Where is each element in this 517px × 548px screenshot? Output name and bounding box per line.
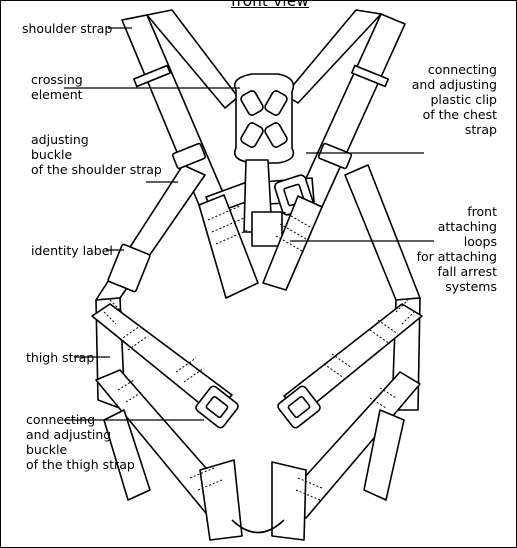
label-chest-clip: connecting and adjusting plastic clip of… xyxy=(412,62,497,137)
label-line: systems xyxy=(417,279,497,294)
label-line: of the thigh strap xyxy=(26,457,135,472)
label-line: fall arrest xyxy=(417,264,497,279)
label-adjusting-buckle: adjusting buckle of the shoulder strap xyxy=(31,132,162,177)
label-thigh-strap: thigh strap xyxy=(26,350,94,365)
label-line: for attaching xyxy=(417,249,497,264)
label-thigh-buckle: connecting and adjusting buckle of the t… xyxy=(26,412,135,472)
crossing-element xyxy=(235,74,294,163)
label-line: strap xyxy=(412,122,497,137)
label-line: identity label xyxy=(31,243,113,258)
label-line: plastic clip xyxy=(412,92,497,107)
label-line: thigh strap xyxy=(26,350,94,365)
label-crossing-element: crossing element xyxy=(31,72,83,102)
label-line: and adjusting xyxy=(412,77,497,92)
label-line: of the chest xyxy=(412,107,497,122)
label-line: of the shoulder strap xyxy=(31,162,162,177)
label-front-loops: front attaching loops for attaching fall… xyxy=(417,204,497,294)
label-line: adjusting xyxy=(31,132,162,147)
label-line: front xyxy=(417,204,497,219)
label-line: shoulder strap xyxy=(22,21,112,36)
label-line: crossing xyxy=(31,72,83,87)
label-shoulder-strap: shoulder strap xyxy=(22,21,112,36)
diagram-title: front view xyxy=(200,0,340,10)
label-line: connecting xyxy=(26,412,135,427)
label-line: buckle xyxy=(31,147,162,162)
label-line: buckle xyxy=(26,442,135,457)
label-line: and adjusting xyxy=(26,427,135,442)
label-line: loops xyxy=(417,234,497,249)
label-identity-label: identity label xyxy=(31,243,113,258)
right-waist-strap xyxy=(345,165,420,300)
label-line: element xyxy=(31,87,83,102)
label-line: connecting xyxy=(412,62,497,77)
label-line: attaching xyxy=(417,219,497,234)
